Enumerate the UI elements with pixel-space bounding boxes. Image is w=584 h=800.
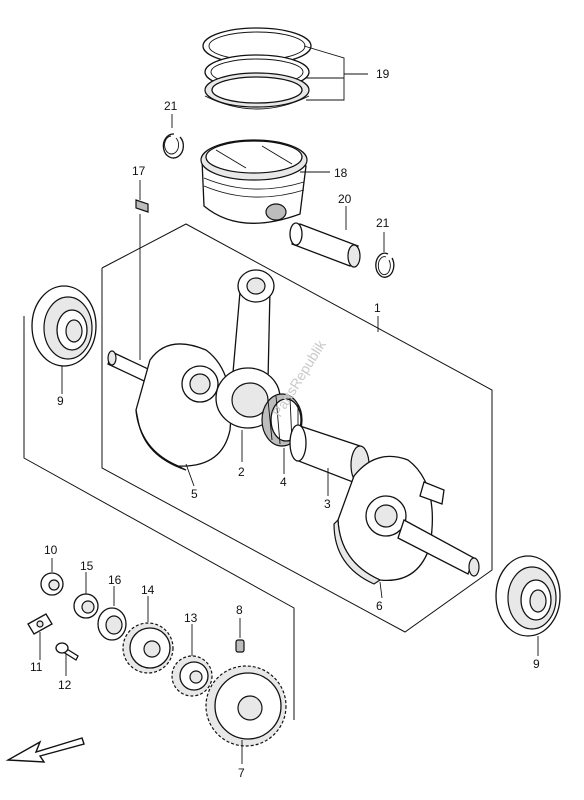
callout-labels: 19 21 18 17 20 21 1 9 2 4 5 3 10 15 16 1… [30,67,540,780]
piston [200,139,308,224]
callout-13: 13 [184,611,198,625]
connecting-rod [215,269,281,429]
piston-pin [289,222,361,268]
washer [97,607,127,641]
callout-5: 5 [191,487,198,501]
callout-21-lower: 21 [376,216,390,230]
front-arrow-icon [5,737,85,763]
screw [55,642,79,661]
balancer-drive-gear [122,622,174,674]
primary-drive-gear [205,665,287,747]
callout-3: 3 [324,497,331,511]
callout-19: 19 [376,67,390,81]
callout-2: 2 [238,465,245,479]
left-crank-web [107,343,232,471]
callout-6: 6 [376,599,383,613]
crankshaft-assembly-box [101,223,493,633]
callout-7: 7 [238,766,245,780]
callout-11: 11 [30,660,43,674]
circlip-upper [162,133,184,159]
woodruff-key [135,199,149,213]
right-crank-web [333,455,480,585]
callout-15: 15 [80,559,94,573]
pin [235,639,245,653]
callout-21-upper: 21 [164,99,178,113]
lock-washer [27,613,53,635]
callout-10: 10 [44,543,58,557]
callout-12: 12 [58,678,72,692]
ball-bearing-right [495,555,561,637]
nut [40,572,64,596]
callout-18: 18 [334,166,348,180]
spacer [73,593,99,619]
callout-16: 16 [108,573,122,587]
callout-8: 8 [236,603,243,617]
leader-lines [39,45,539,764]
callout-1: 1 [374,301,381,315]
circlip-lower [375,252,395,278]
callout-17: 17 [132,164,146,178]
ball-bearing-left [31,285,97,367]
balancer-driven-gear-small [171,655,213,697]
balancer-assembly-box [23,316,295,720]
piston-rings [202,27,312,110]
callout-20: 20 [338,192,352,206]
callout-9-left: 9 [57,394,64,408]
callout-9-right: 9 [533,657,540,671]
callout-14: 14 [141,583,155,597]
callout-4: 4 [280,475,287,489]
